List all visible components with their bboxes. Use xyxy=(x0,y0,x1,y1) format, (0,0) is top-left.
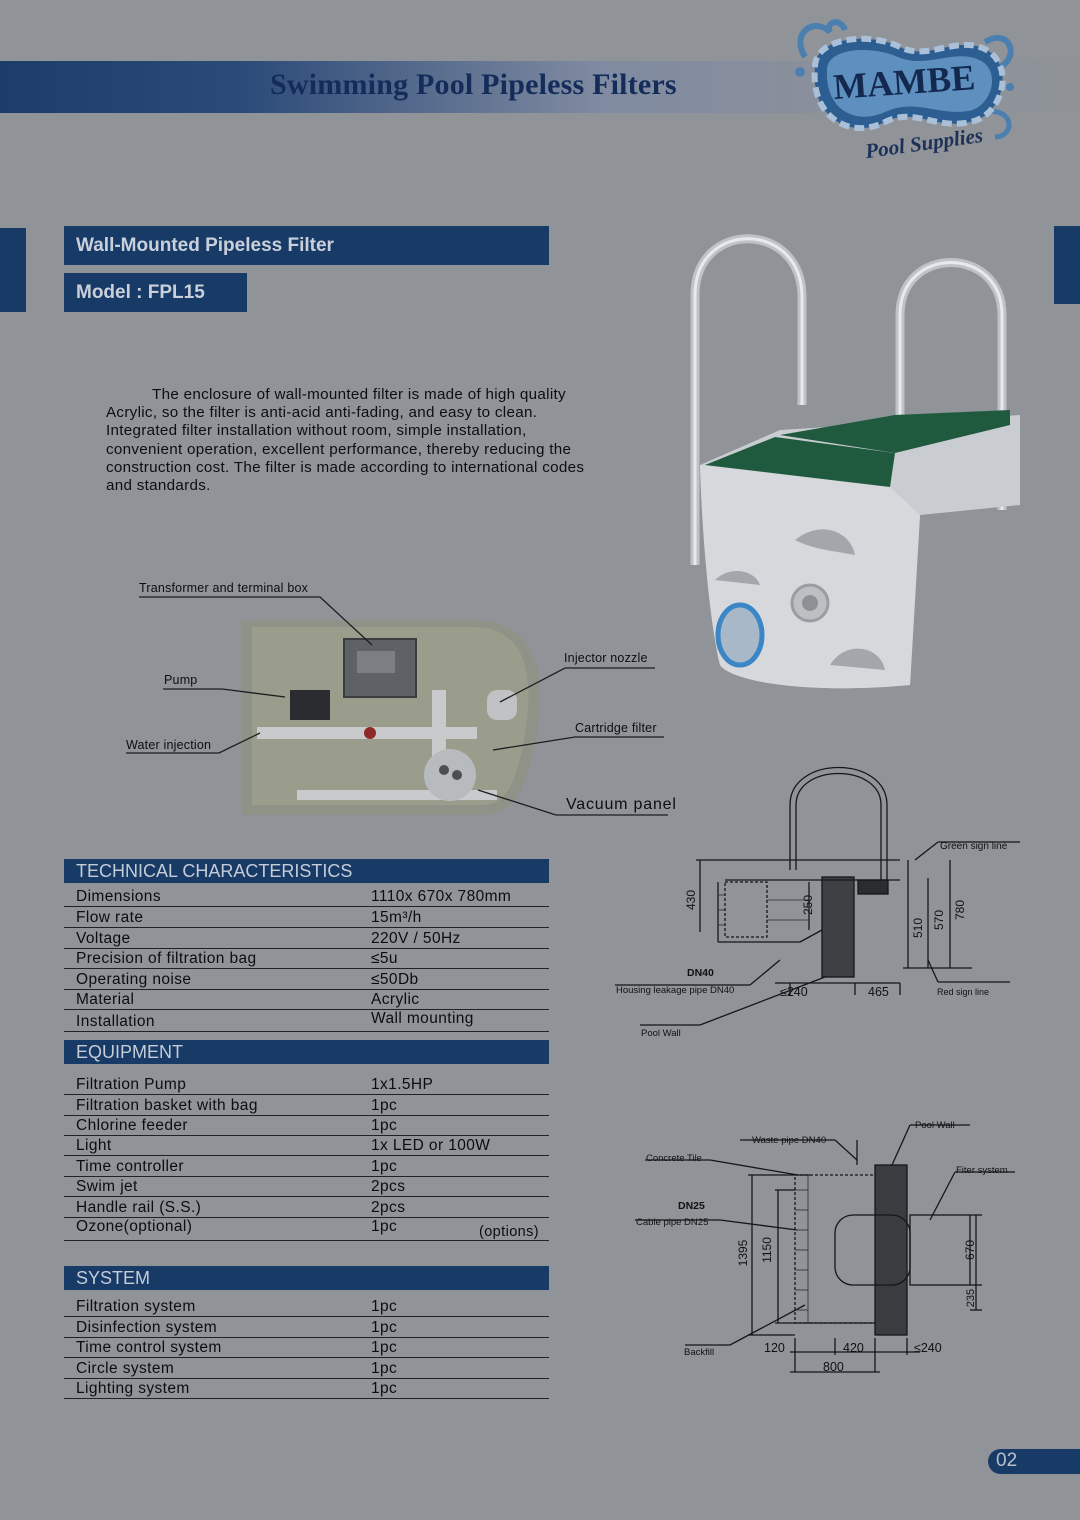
side-tab-left xyxy=(0,228,26,312)
description-line: and standards. xyxy=(106,477,211,495)
side-dim-510: 510 xyxy=(911,918,925,938)
top-dim-235: 235 xyxy=(965,1289,977,1307)
description-line: convenient operation, excellent performa… xyxy=(106,440,572,458)
callout-transformer: Transformer and terminal box xyxy=(139,581,309,595)
logo-tagline: Pool Supplies xyxy=(863,123,985,162)
table-row: Handle rail (S.S.)2pcs xyxy=(64,1197,549,1218)
brand-logo: MAMBE Pool Supplies xyxy=(795,19,1014,162)
top-filter-system: Fiter system xyxy=(956,1165,1008,1176)
top-dim-240: ≤240 xyxy=(914,1341,942,1355)
side-dim-240: ≤240 xyxy=(780,985,808,999)
top-cable-pipe: Cable pipe DN25 xyxy=(636,1217,708,1228)
side-dn40: DN40 xyxy=(687,967,714,979)
side-dim-570: 570 xyxy=(932,910,946,930)
callout-pump: Pump xyxy=(164,673,198,687)
table-row: Ozone(optional)1pc(options) xyxy=(64,1218,549,1241)
product-title: Wall-Mounted Pipeless Filter xyxy=(64,226,549,265)
top-dim-420: 420 xyxy=(843,1341,864,1355)
top-dim-800: 800 xyxy=(823,1360,844,1374)
table-row: Precision of filtration bag≤5u xyxy=(64,948,549,969)
table-row: Operating noise≤50Db xyxy=(64,969,549,990)
product-description: The enclosure of wall-mounted filter is … xyxy=(106,386,645,495)
system-heading: SYSTEM xyxy=(64,1266,549,1290)
top-dim-1395: 1395 xyxy=(736,1239,750,1266)
interior-photo xyxy=(242,620,541,815)
callout-water-injection: Water injection xyxy=(126,738,212,752)
top-concrete-tile: Concrete Tile xyxy=(646,1153,702,1164)
product-photo xyxy=(690,234,1020,689)
top-pool-wall: Pool Wall xyxy=(915,1120,955,1131)
callout-injector-nozzle: Injector nozzle xyxy=(564,651,648,665)
side-dim-250: 250 xyxy=(801,895,815,915)
top-dim-670: 670 xyxy=(963,1240,977,1260)
top-waste-pipe: Waste pipe DN40 xyxy=(752,1135,826,1146)
side-elevation-diagram: 430 250 510 570 780 Green sign line Red … xyxy=(615,767,1020,1039)
brick-pattern-top xyxy=(795,1175,809,1323)
description-line: construction cost. The filter is made ac… xyxy=(106,458,585,476)
logo-brand: MAMBE xyxy=(832,57,976,107)
top-backfill: Backfill xyxy=(684,1347,714,1358)
side-green-sign-line: Green sign line xyxy=(940,841,1008,852)
callout-cartridge-filter: Cartridge filter xyxy=(575,721,657,735)
page-number: 02 xyxy=(988,1449,1080,1474)
side-pool-wall: Pool Wall xyxy=(641,1028,681,1039)
brick-pattern xyxy=(718,894,809,926)
description-line: Acrylic, so the filter is anti-acid anti… xyxy=(106,404,538,422)
top-view-diagram: Waste pipe DN40 Pool Wall Concrete Tile … xyxy=(635,1120,1015,1374)
page-title: Swimming Pool Pipeless Filters xyxy=(270,68,677,101)
side-tab-right xyxy=(1054,226,1080,304)
technical-heading: TECHNICAL CHARACTERISTICS xyxy=(64,859,549,883)
top-dn25: DN25 xyxy=(678,1200,705,1212)
side-dim-780: 780 xyxy=(953,900,967,920)
description-line: Integrated filter installation without r… xyxy=(106,422,527,440)
side-dim-465: 465 xyxy=(868,985,889,999)
equipment-heading: EQUIPMENT xyxy=(64,1040,549,1064)
side-red-sign-line: Red sign line xyxy=(937,987,989,997)
top-dim-1150: 1150 xyxy=(760,1237,774,1263)
top-dim-120: 120 xyxy=(764,1341,785,1355)
side-housing-leakage: Housing leakage pipe DN40 xyxy=(616,985,734,996)
model-label: Model : FPL15 xyxy=(64,273,247,312)
description-line: The enclosure of wall-mounted filter is … xyxy=(152,386,566,403)
side-dim-430: 430 xyxy=(684,890,698,910)
